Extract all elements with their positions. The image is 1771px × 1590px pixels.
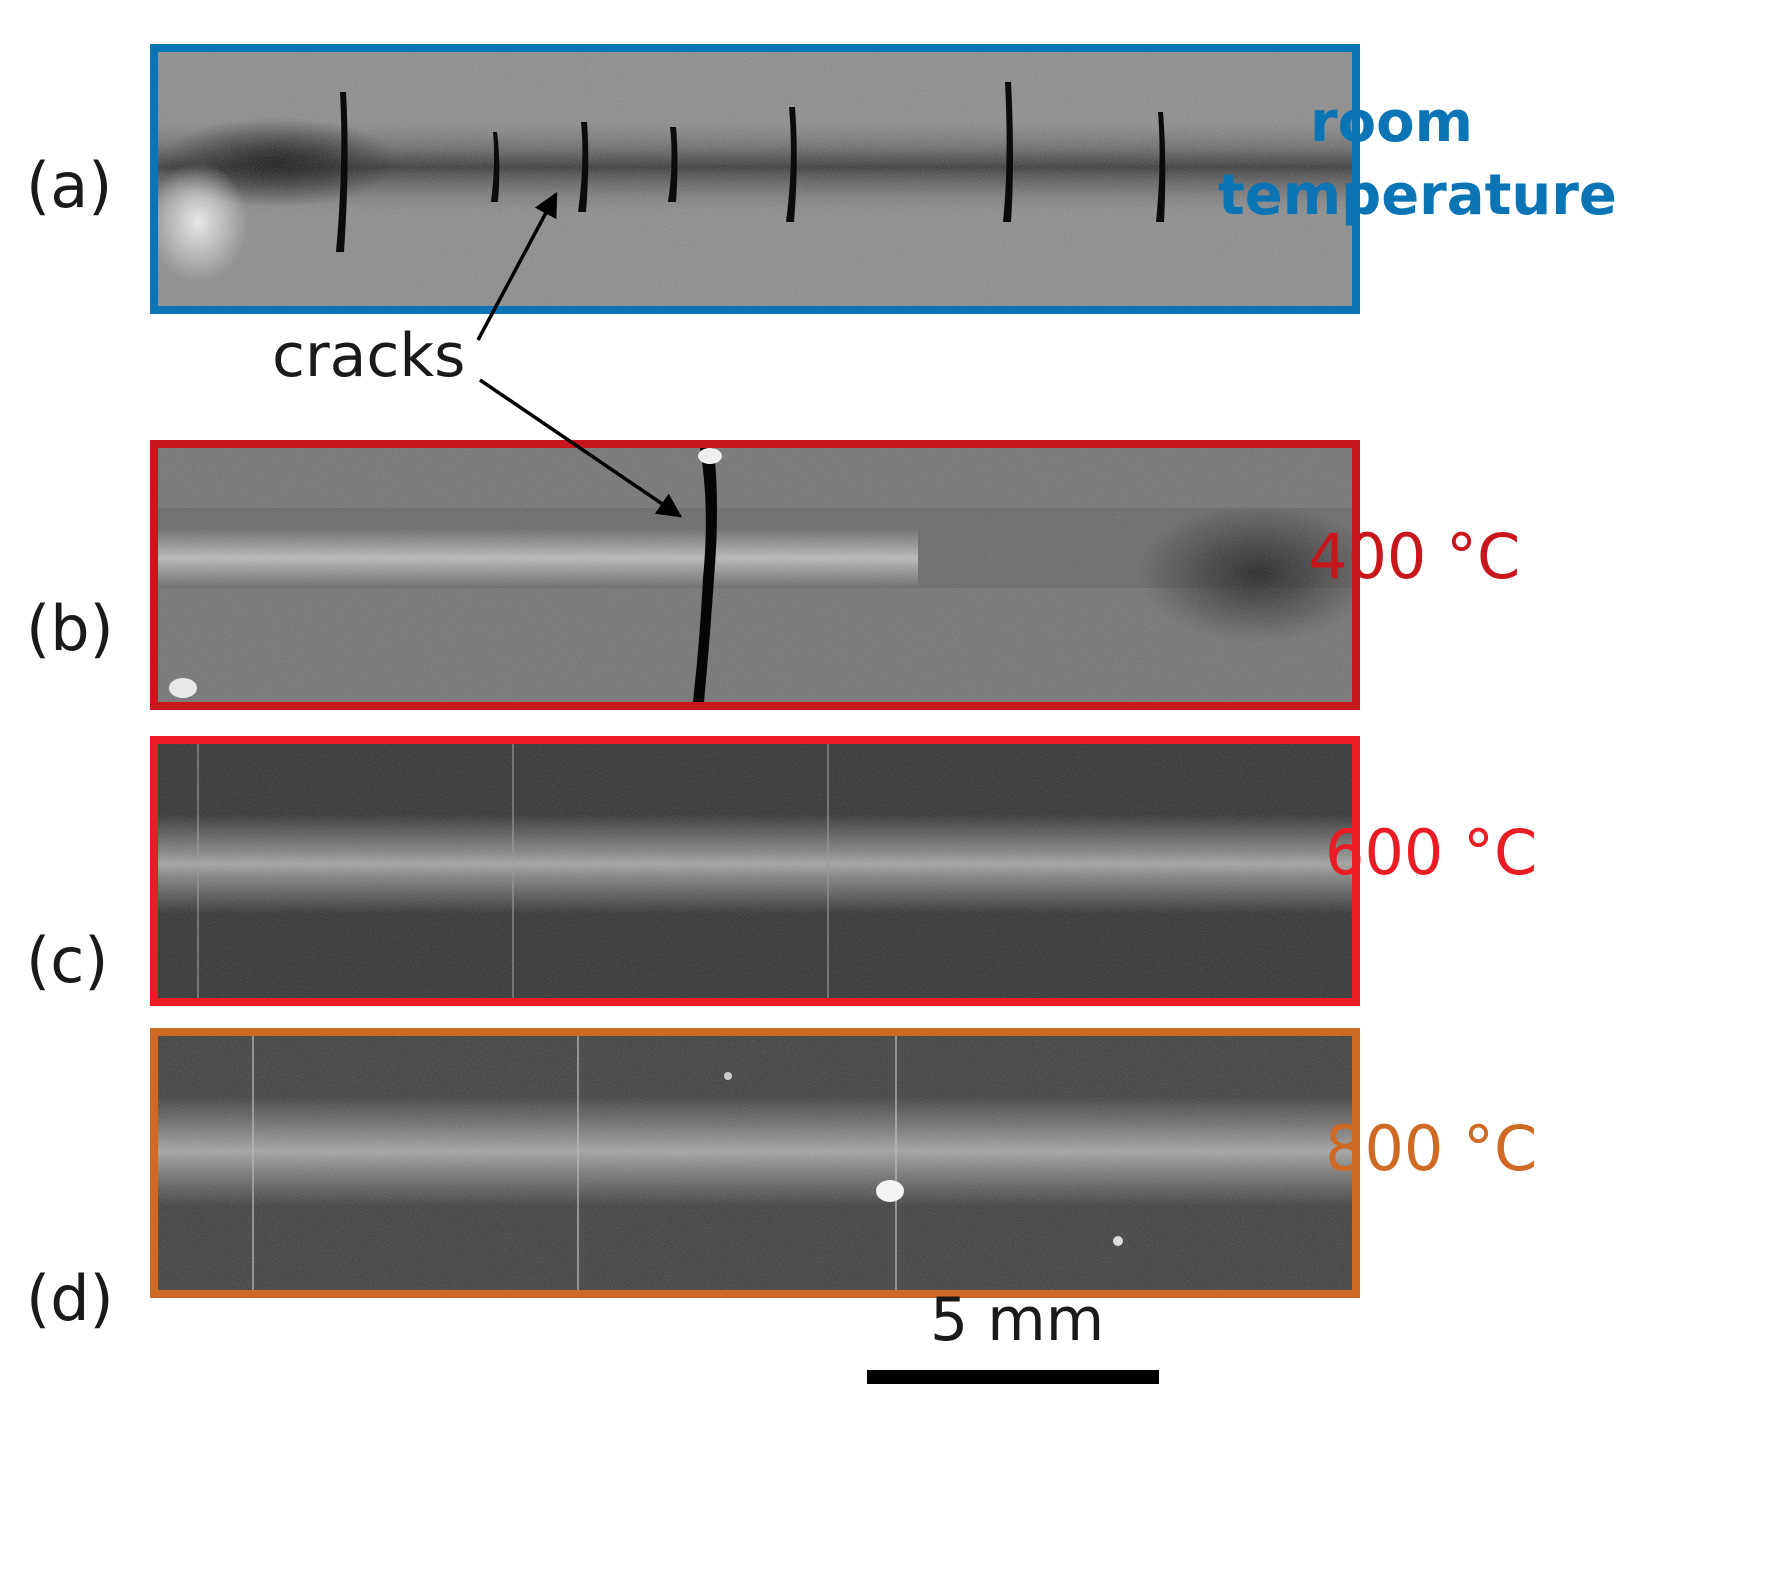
panel-d-micrograph [158, 1036, 1352, 1290]
panel-a-label: (a) [26, 149, 113, 222]
panel-b-label: (b) [26, 592, 114, 665]
condition-room-line1: room [1310, 90, 1473, 155]
panel-c-label: (c) [26, 924, 109, 997]
panel-c-image [150, 736, 1360, 1006]
panel-a-micrograph [158, 52, 1352, 306]
panel-b-image [150, 440, 1360, 710]
scale-bar-label: 5 mm [930, 1285, 1105, 1355]
panel-c-micrograph [158, 744, 1352, 998]
condition-800: 800 °C [1325, 1112, 1538, 1185]
panel-b-micrograph [158, 448, 1352, 702]
panel-a-image [150, 44, 1360, 314]
cracks-annotation: cracks [272, 321, 466, 391]
panel-d-image [150, 1028, 1360, 1298]
panel-d-label: (d) [26, 1262, 114, 1335]
condition-400: 400 °C [1308, 520, 1521, 593]
condition-room-line2: temperature [1218, 163, 1617, 228]
scale-bar [867, 1370, 1159, 1384]
condition-600: 600 °C [1325, 816, 1538, 889]
